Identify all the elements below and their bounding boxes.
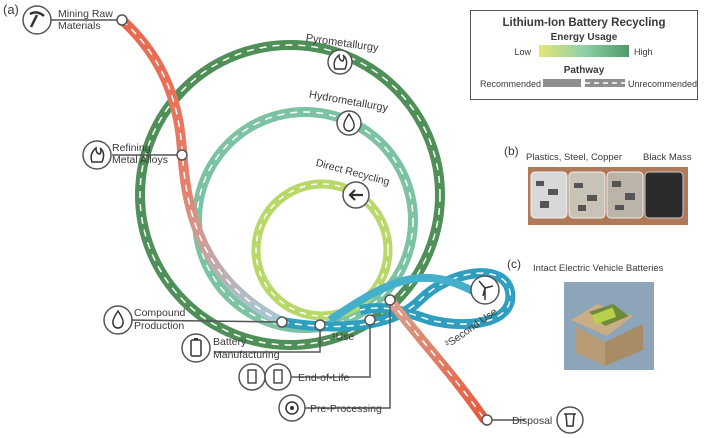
ev-battery-photo — [564, 282, 654, 370]
first-use-label: ¹Use — [332, 331, 354, 343]
unrecommended-label: Unrecommended — [628, 79, 697, 89]
disposal-path — [386, 296, 490, 423]
refining-label-1: Refining — [112, 142, 151, 154]
battery-label-1: Battery — [213, 336, 247, 348]
compound-label-2: Production — [134, 320, 184, 332]
energy-gradient-bar — [539, 45, 629, 57]
pyrometallurgy-route — [135, 40, 445, 350]
panel-label-b: (b) — [504, 144, 519, 158]
pathway-heading: Pathway — [564, 65, 605, 76]
panel-label-c: (c) — [507, 257, 521, 271]
legend: Lithium-Ion Battery Recycling Energy Usa… — [470, 10, 698, 100]
recommended-label: Recommended — [480, 79, 541, 89]
pyrometallurgy-flame-icon — [327, 49, 353, 75]
recommended-swatch — [543, 79, 581, 87]
path-nodes — [116, 14, 493, 426]
direct-recycling-route — [251, 179, 393, 321]
direct-recycling-arrow-icon — [342, 181, 370, 209]
shredder-icon — [278, 394, 306, 422]
compound-droplet-icon — [103, 305, 133, 335]
materials-photo — [528, 167, 688, 225]
energy-usage-heading: Energy Usage — [551, 32, 618, 43]
refining-label-2: Metal Alloys — [112, 154, 168, 166]
mining-label-2: Materials — [58, 20, 101, 32]
panel-b: (b) Plastics, Steel, Copper Black Mass — [504, 144, 692, 225]
end-of-life-batteries-icon — [238, 363, 292, 391]
refining-flame-icon — [82, 140, 112, 170]
panel-c: (c) Intact Electric Vehicle Batteries — [507, 257, 664, 370]
panel-b-caption-1: Plastics, Steel, Copper — [526, 152, 622, 163]
compound-label-1: Compound — [134, 307, 186, 319]
pickaxe-icon — [22, 5, 52, 35]
energy-high-label: High — [634, 47, 653, 57]
wind-turbine-icon — [470, 275, 500, 305]
panel-b-caption-2: Black Mass — [643, 152, 692, 163]
legend-graphic: Lithium-Ion Battery Recycling Energy Usa… — [480, 17, 697, 89]
pre-processing-label: Pre-Processing — [310, 403, 382, 415]
battery-label-2: Manufacturing — [213, 349, 280, 361]
battery-icon — [181, 333, 211, 363]
trash-icon — [556, 406, 584, 434]
legend-title: Lithium-Ion Battery Recycling — [503, 17, 666, 29]
disposal-label: Disposal — [512, 415, 552, 427]
panel-c-caption: Intact Electric Vehicle Batteries — [533, 263, 664, 274]
hydrometallurgy-droplet-icon — [336, 110, 362, 136]
end-of-life-label: End-of-Life — [298, 372, 350, 384]
energy-low-label: Low — [514, 47, 531, 57]
mining-label-1: Mining Raw — [58, 8, 113, 20]
connector-lines — [45, 19, 525, 421]
panel-label-a: (a) — [3, 2, 19, 17]
